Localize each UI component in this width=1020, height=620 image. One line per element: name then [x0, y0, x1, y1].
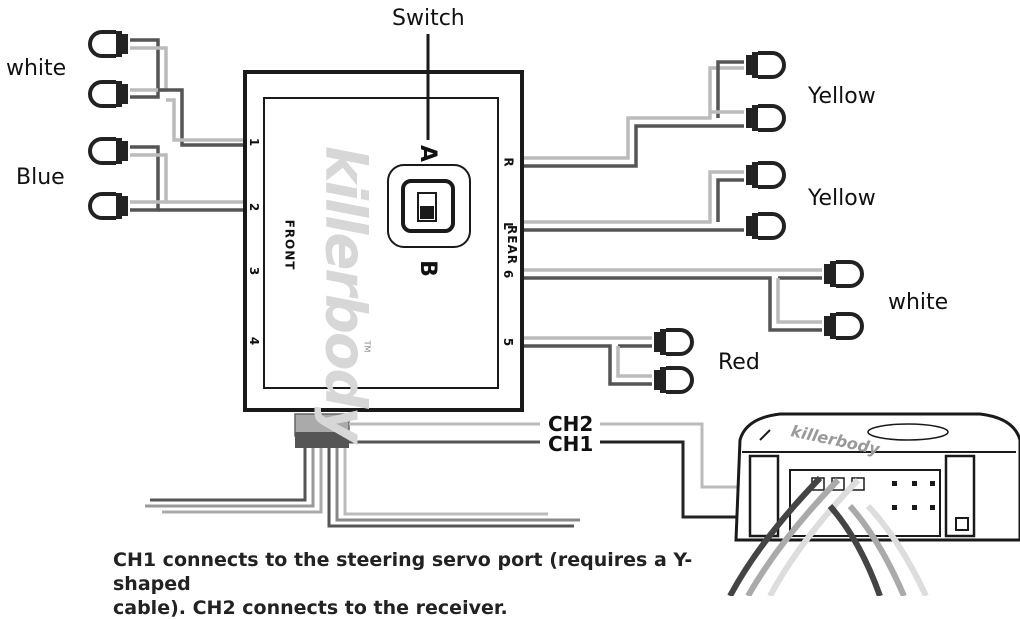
- port-4-label: 4: [247, 336, 262, 346]
- led-yellow-1: [744, 50, 786, 80]
- port-r-label: R: [501, 157, 516, 167]
- led-white-left-1: [88, 29, 130, 59]
- right-wires: [522, 60, 822, 386]
- switch-label: Switch: [392, 6, 465, 31]
- blue-label: Blue: [16, 165, 65, 190]
- switch-position-b: B: [414, 260, 440, 277]
- led-yellow-2: [744, 103, 786, 133]
- led-white-right-2: [822, 311, 864, 341]
- front-label: FRONT: [282, 219, 297, 271]
- port-5-label: 5: [501, 337, 516, 347]
- white-left-label: white: [6, 56, 67, 81]
- receiver: killerbody: [727, 412, 1020, 598]
- led-white-right-1: [822, 259, 864, 289]
- diagram-canvas: killerbody: [88, 29, 1020, 598]
- red-label: Red: [718, 350, 760, 375]
- ch-connector: [145, 413, 580, 528]
- led-white-left-2: [88, 79, 130, 109]
- wiring-diagram: killerbody killerbody TM FRONT REAR A B …: [6, 6, 1020, 619]
- port-2-label: 2: [247, 202, 262, 212]
- led-red-1: [652, 327, 694, 357]
- white-right-label: white: [888, 290, 949, 315]
- port-3-label: 3: [247, 266, 262, 276]
- led-controller-module: [243, 70, 524, 412]
- led-blue-2: [88, 191, 130, 221]
- led-red-2: [652, 365, 694, 395]
- switch-position-a: A: [415, 144, 441, 163]
- led-yellow-4: [744, 211, 786, 241]
- led-blue-1: [88, 136, 130, 166]
- left-wires: [130, 38, 248, 212]
- caption: CH1 connects to the steering servo port …: [113, 548, 753, 620]
- caption-line-1: CH1 connects to the steering servo port …: [113, 549, 693, 595]
- yellow-top-label: Yellow: [808, 84, 876, 109]
- ch2-label: CH2: [548, 412, 594, 436]
- port-6-label: 6: [501, 269, 516, 279]
- led-yellow-3: [744, 160, 786, 190]
- ch1-label: CH1: [548, 432, 594, 456]
- rear-label: REAR: [504, 225, 519, 265]
- port-l-label: L: [500, 222, 515, 230]
- brand-watermark: killerbody: [312, 145, 378, 442]
- port-1-label: 1: [247, 137, 262, 147]
- trademark-mark: TM: [362, 340, 372, 353]
- yellow-mid-label: Yellow: [808, 186, 876, 211]
- caption-line-2: cable). CH2 connects to the receiver.: [113, 597, 508, 619]
